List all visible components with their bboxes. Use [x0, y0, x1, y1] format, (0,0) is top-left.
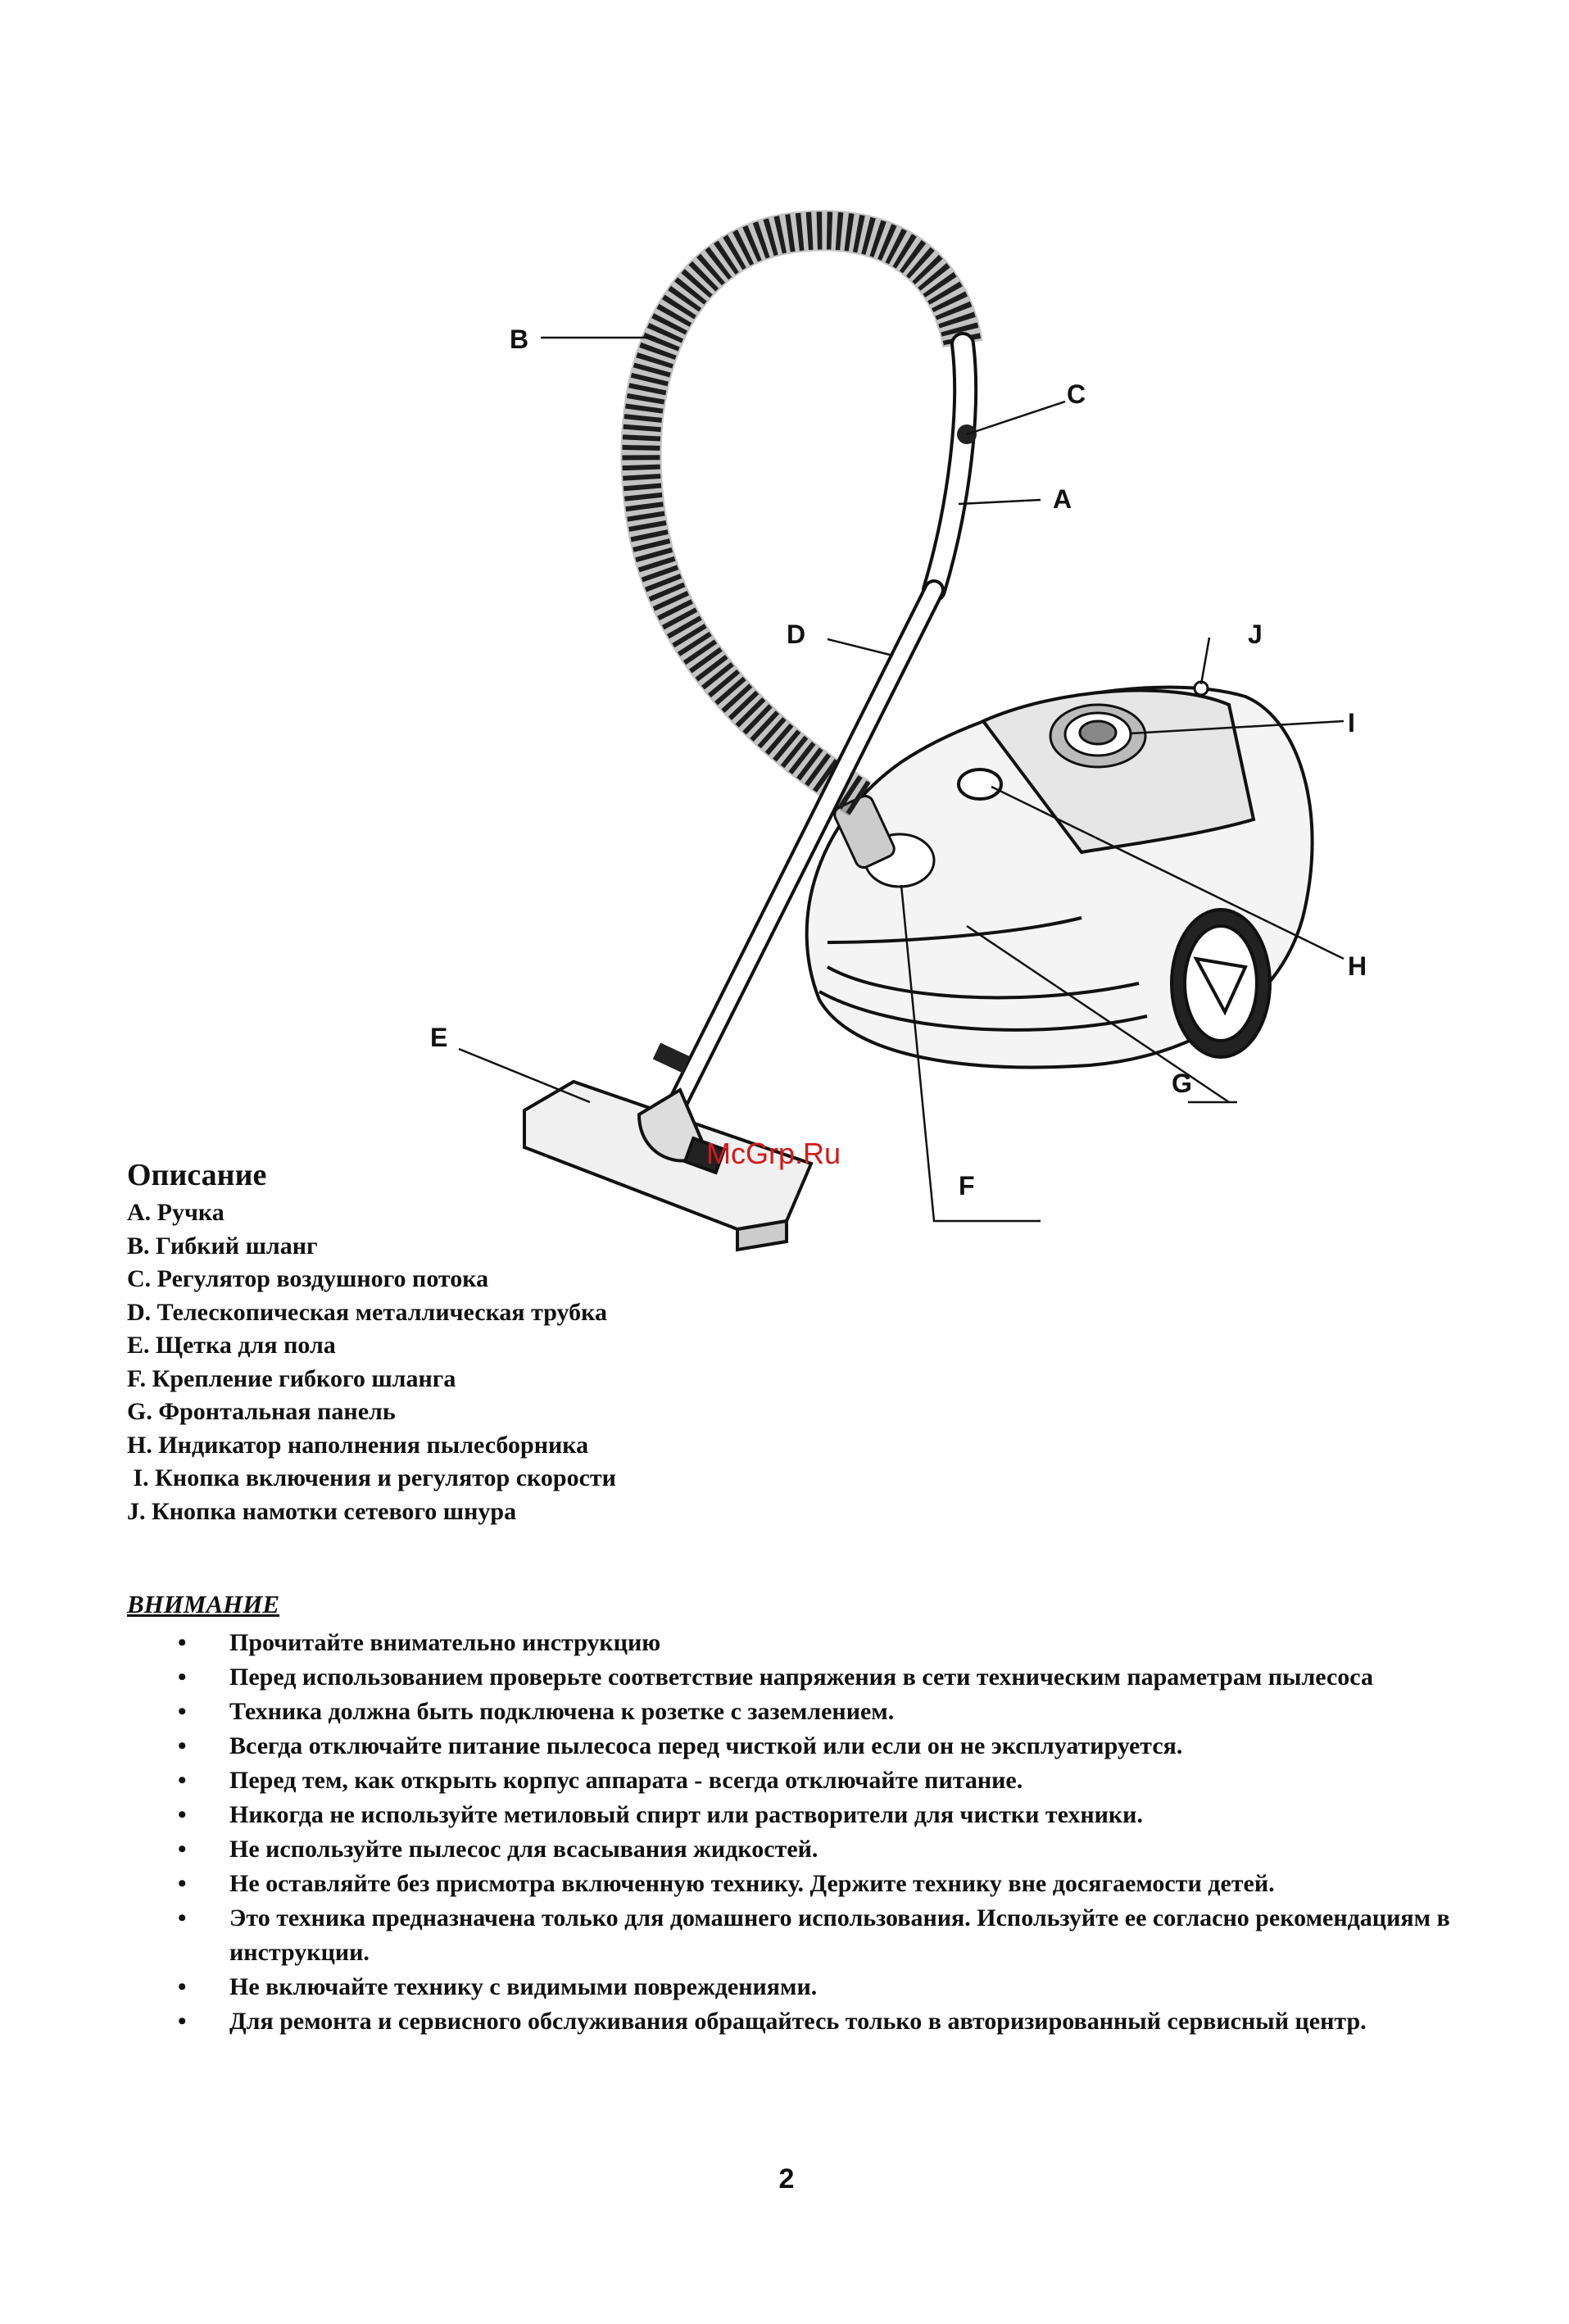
part-item: C. Регулятор воздушного потока: [127, 1265, 489, 1292]
warning-text: Перед тем, как открыть корпус аппарата -…: [229, 1767, 1023, 1794]
warning-item: • Не включайте технику с видимыми поврежд…: [127, 1970, 1471, 2004]
warning-text: Не используйте пылесос для всасывания жи…: [229, 1836, 819, 1863]
part-item: A. Ручка: [127, 1199, 224, 1226]
floor-brush: [523, 1079, 814, 1252]
rear-wheel: [1170, 908, 1272, 1059]
flexible-hose: [622, 211, 982, 815]
vacuum-cleaner-diagram: B C A D J I H E G F McGrp.Ru: [430, 210, 1367, 1252]
part-item: F. Крепление гибкого шланга: [127, 1364, 456, 1392]
warning-text: Это техника предназначена только для дом…: [229, 1904, 1450, 1966]
bullet-icon: •: [178, 1904, 187, 1931]
part-item: G. Фронтальная панель: [127, 1398, 396, 1425]
part-item: B. Гибкий шланг: [127, 1232, 318, 1260]
warning-item: • Не оставляйте без присмотра включенную …: [127, 1867, 1471, 1901]
warning-item: • Никогда не используйте метиловый спирт …: [127, 1798, 1471, 1832]
warning-list: • Прочитайте внимательно инструкцию • Пере…: [127, 1626, 1471, 2039]
label-F: F: [959, 1171, 975, 1201]
warning-item: • Перед тем, как открыть корпус аппарата …: [127, 1763, 1471, 1798]
power-dial: [1049, 703, 1147, 769]
part-item: D. Телескопическая металлическая трубка: [127, 1298, 607, 1326]
warning-item: • Для ремонта и сервисного обслуживания о…: [127, 2004, 1471, 2039]
parts-list: A. Ручка B. Гибкий шланг C. Регулятор во…: [127, 1196, 1110, 1528]
part-item: J. Кнопка намотки сетевого шнура: [127, 1497, 517, 1525]
bullet-icon: •: [178, 1870, 187, 1897]
bullet-icon: •: [178, 1629, 187, 1656]
part-item: H. Индикатор наполнения пылесборника: [127, 1431, 589, 1459]
warning-item: • Перед использованием проверьте соответс…: [127, 1660, 1471, 1695]
bullet-icon: •: [178, 2008, 187, 2035]
warning-text: Техника должна быть подключена к розетке…: [229, 1698, 895, 1725]
watermark-text: McGrp.Ru: [706, 1137, 841, 1170]
part-item: I. Кнопка включения и регулятор скорости: [127, 1464, 616, 1491]
label-I: I: [1348, 708, 1355, 738]
bullet-icon: •: [178, 1732, 187, 1759]
page-number: 2: [778, 2163, 795, 2195]
description-title: Описание: [127, 1158, 267, 1192]
bullet-icon: •: [178, 1698, 187, 1725]
bullet-icon: •: [178, 1801, 187, 1828]
warning-text: Перед использованием проверьте соответст…: [229, 1664, 1373, 1691]
warning-text: Не включайте технику с видимыми поврежде…: [229, 1973, 818, 2000]
bullet-icon: •: [178, 1836, 187, 1863]
label-J: J: [1248, 620, 1263, 649]
label-B: B: [510, 325, 528, 354]
warning-text: Для ремонта и сервисного обслуживания об…: [229, 2008, 1367, 2035]
warning-text: Никогда не используйте метиловый спирт и…: [229, 1801, 1143, 1828]
label-G: G: [1172, 1069, 1192, 1098]
bullet-icon: •: [178, 1973, 187, 2000]
label-E: E: [430, 1023, 447, 1052]
part-item: E. Щетка для пола: [127, 1332, 336, 1359]
warning-item: • Всегда отключайте питание пылесоса пере…: [127, 1729, 1471, 1763]
warning-title: ВНИМАНИЕ: [127, 1590, 280, 1618]
label-C: C: [1067, 379, 1086, 409]
warning-item: • Прочитайте внимательно инструкцию: [127, 1626, 1471, 1660]
description-section: Описание A. Ручка B. Гибкий шланг C. Рег…: [127, 1157, 1110, 1528]
warning-item: • Это техника предназначена только для до…: [127, 1901, 1471, 1970]
bullet-icon: •: [178, 1767, 187, 1794]
warning-section: ВНИМАНИЕ • Прочитайте внимательно инструк…: [127, 1590, 1471, 2039]
warning-text: Не оставляйте без присмотра включенную т…: [229, 1870, 1275, 1897]
warning-item: • Не используйте пылесос для всасывания ж…: [127, 1832, 1471, 1867]
callout-leaders: [458, 336, 1345, 1223]
label-H: H: [1348, 951, 1367, 981]
warning-item: • Техника должна быть подключена к розетк…: [127, 1695, 1471, 1729]
warning-text: Прочитайте внимательно инструкцию: [229, 1629, 661, 1656]
warning-text: Всегда отключайте питание пылесоса перед…: [229, 1732, 1183, 1759]
bullet-icon: •: [178, 1664, 187, 1691]
label-D: D: [787, 620, 805, 649]
label-A: A: [1053, 484, 1072, 514]
